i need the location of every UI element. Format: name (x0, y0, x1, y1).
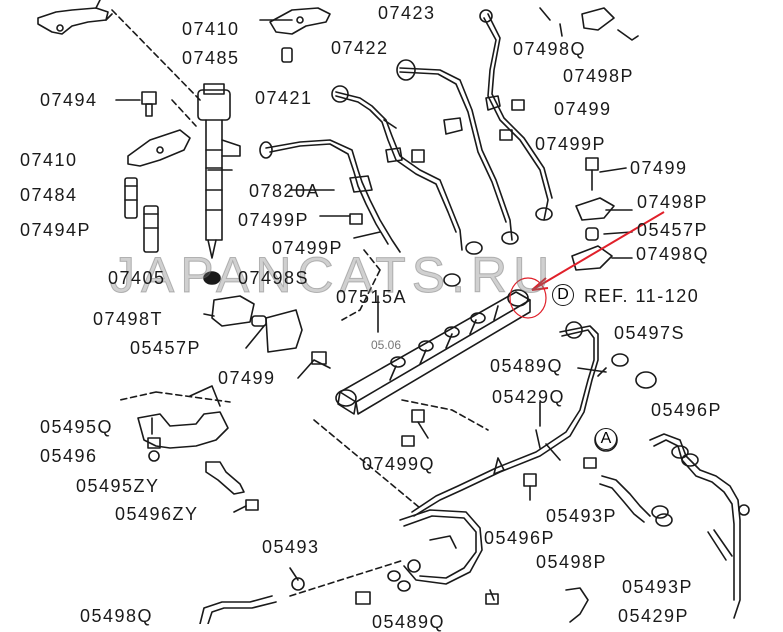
part-label-07498t: 07498T (93, 309, 164, 329)
part-label-05495q: 05495Q (40, 417, 114, 437)
part-label-07498p-right: 07498P (637, 192, 709, 212)
watermark: JAPANCATS.RU (109, 247, 556, 304)
part-label-05498q: 05498Q (80, 606, 154, 626)
part-label-07422: 07422 (331, 38, 389, 58)
callout-d: D (552, 284, 574, 306)
part-label-07499-mid: 07499 (218, 368, 276, 388)
part-label-07494: 07494 (40, 90, 98, 110)
part-label-05496p-mid: 05496P (484, 528, 556, 548)
highlight-arrow (509, 211, 665, 319)
part-label-07421: 07421 (255, 88, 313, 108)
part-label-07485: 07485 (182, 48, 240, 68)
part-label-05457p-left: 05457P (130, 338, 202, 358)
part-label-05429q: 05429Q (492, 387, 566, 407)
part-label-05493: 05493 (262, 537, 320, 557)
part-label-05493p-low: 05493P (622, 577, 694, 597)
part-label-05495zy: 05495ZY (76, 476, 160, 496)
part-label-07499p: 07499P (535, 134, 607, 154)
part-label-07498q-right: 07498Q (636, 244, 710, 264)
part-label-07499p-mid2: 07499P (272, 238, 344, 258)
part-label-07499-right: 07499 (630, 158, 688, 178)
part-label-05496p-right: 05496P (651, 400, 723, 420)
part-label-07820a: 07820A (249, 181, 321, 201)
bolt-icon (401, 409, 429, 447)
part-label-05496: 05496 (40, 446, 98, 466)
part-label-07423: 07423 (378, 3, 436, 23)
fuel-rail-icon (335, 289, 531, 415)
part-label-07494p: 07494P (20, 220, 92, 240)
injector-icon (197, 83, 241, 259)
bolt-icon (115, 91, 157, 117)
part-label-07410-b: 07410 (20, 150, 78, 170)
part-label-05493p-right: 05493P (546, 506, 618, 526)
hose-icon (411, 321, 599, 517)
clamp-icon (127, 129, 191, 167)
part-label-05489q-bottom: 05489Q (372, 612, 446, 632)
small-mark: 05.06 (371, 338, 402, 352)
part-label-07498q: 07498Q (513, 39, 587, 59)
bracket-icon (37, 0, 113, 35)
bolt-icon (297, 351, 331, 379)
part-label-07515a: 07515A (336, 287, 408, 307)
part-label-07499q: 07499Q (362, 454, 436, 474)
part-label-05496zy: 05496ZY (115, 504, 199, 524)
reference-label: REF. 11-120 (584, 286, 700, 306)
clamp-icon (269, 7, 331, 35)
part-label-05498p: 05498P (536, 552, 608, 572)
callout-a: A (595, 428, 617, 450)
part-label-07498s: 07498S (238, 268, 310, 288)
part-label-07498p: 07498P (563, 66, 635, 86)
part-label-05429p: 05429P (618, 606, 690, 626)
part-label-05489q: 05489Q (490, 356, 564, 376)
part-label-05457p-right: 05457P (637, 220, 709, 240)
part-label-07484: 07484 (20, 185, 78, 205)
part-label-05497s: 05497S (614, 323, 686, 343)
part-label-07410: 07410 (182, 19, 240, 39)
part-label-07499: 07499 (554, 99, 612, 119)
part-label-07405: 07405 (108, 268, 166, 288)
part-label-07499p-mid: 07499P (238, 210, 310, 230)
